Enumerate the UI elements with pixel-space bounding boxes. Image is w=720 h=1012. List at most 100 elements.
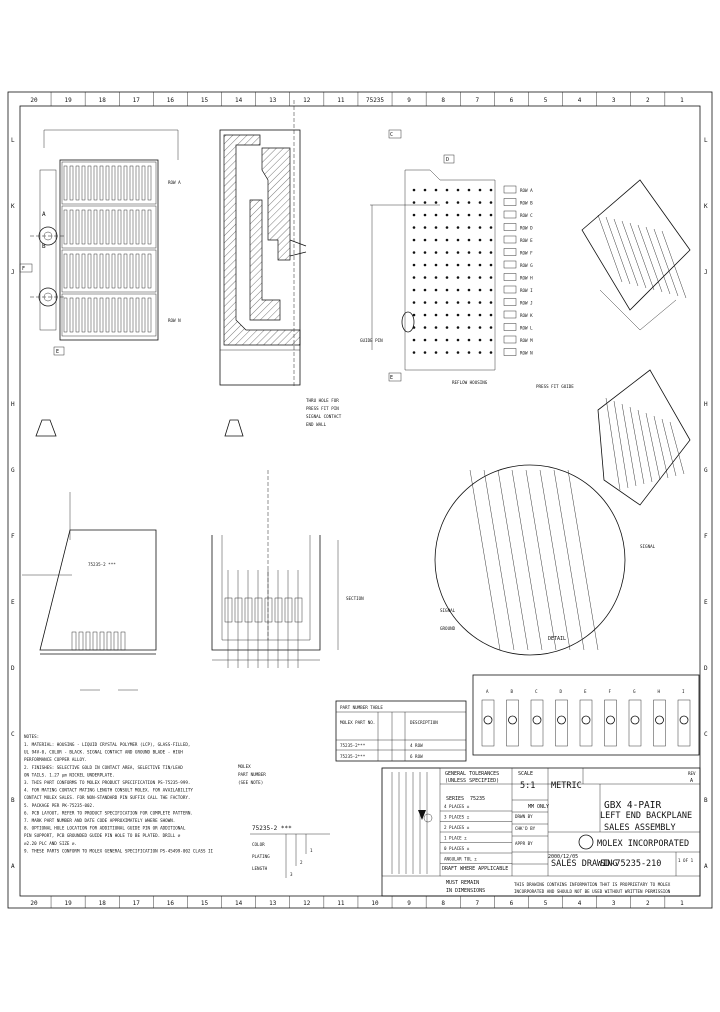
pcb-hole [467,251,471,254]
pcb-hole [456,263,460,267]
row-label-right: C [704,731,708,738]
pcb-hole [489,301,493,304]
contact-slot [141,209,146,245]
contact-slot [129,253,134,289]
pcb-hole [467,301,471,304]
column-label-top: 12 [303,97,311,104]
pcb-hole [445,351,449,354]
dimensions-in: IN DIMENSIONS [446,888,485,894]
bottom-section-view: SECTION [211,470,364,668]
row-tag-label: ROW D [520,226,533,231]
pcb-hole [423,263,427,267]
contact-slot [81,209,86,245]
row-n-label: ROW N [168,318,181,323]
pcb-hole [423,238,427,242]
detail-cell [653,699,666,747]
contact-slot [75,165,80,201]
contact-slot [111,253,116,289]
row-tag-box [503,235,517,244]
contact-slot [129,297,134,333]
pcb-hole [423,251,427,254]
note-line: 9. THESE PARTS CONFORM TO MOLEX GENERAL … [24,848,214,853]
callout-heading3: (SEE NOTE) [238,780,263,785]
row-label-left: A [11,863,15,870]
pcb-hole [412,188,416,192]
column-label-bottom: 5 [544,900,548,907]
press-guide-note: PRESS FIT GUIDE [536,384,574,389]
pcb-hole [489,338,493,342]
pcb-hole [456,251,460,254]
scale-label: SCALE [518,771,533,777]
contact-slot [111,209,116,245]
iso-wafer [605,216,631,285]
proprietary-2: INCORPORATED AND SHOULD NOT BE USED WITH… [514,889,671,894]
column-label-top: 15 [201,97,209,104]
contact-slot [87,297,92,333]
pcb-hole [478,188,482,192]
note-line: 8. OPTIONAL HOLE LOCATION FOR ADDITIONAL… [24,826,186,831]
row-tag-label: ROW K [520,313,533,318]
contact-slot [87,253,92,289]
column-label-bottom: 10 [371,900,379,907]
part-table-row1-desc: 4 ROW [410,743,423,748]
callout-heading2: PART NUMBER [238,772,266,777]
row-label-right: J [704,269,708,276]
note-line: 5. PACKAGE PER PK-75235-002. [24,803,95,808]
unless-specified: (UNLESS SPECIFIED) [445,778,499,784]
row-tag-box [503,260,517,269]
contact-slot [81,165,86,201]
contact-slot [147,297,152,333]
callout-val2: 2 [300,860,303,865]
pcb-hole [445,188,449,192]
note-line: 7. MARK PART NUMBER AND DATE CODE APPROX… [24,818,175,823]
contact-slot [63,297,68,333]
detail-cell-circle [557,715,566,725]
units: METRIC [551,781,582,791]
iso-wafer [629,222,655,291]
pcb-hole [434,338,438,342]
signal-label: SIGNAL [440,608,456,613]
row-label-left: D [11,665,15,672]
part-number-table: PART NUMBER TABLE MOLEX PART NO. DESCRIP… [335,700,467,762]
pcb-hole [489,226,493,229]
pcb-hole [412,238,416,242]
pcb-hole [412,288,416,292]
pcb-hole [423,338,427,342]
pcb-hole [467,276,471,279]
pcb-hole [456,338,460,342]
tolerance-row: 2 PLACES ± [444,825,470,830]
iso-wafer [637,409,653,483]
row-tag-box [503,248,517,256]
pcb-hole [434,226,438,229]
pcb-hole [456,276,460,279]
column-label-top: 9 [407,97,411,104]
datum-c: C [390,132,393,138]
row-label-right: F [704,533,708,540]
pcb-hole [478,226,482,229]
pcb-hole [489,263,493,267]
contact-slot [105,209,110,245]
detail-contact [497,469,529,651]
note-line: ⌀2.20 PLC AND SIZE ⌀. [24,841,77,846]
detail-label: DETAIL [548,636,566,642]
row-tag-box [503,185,517,194]
revision-label: REV [688,771,696,776]
row-label-left: L [11,137,15,144]
datum-d: D [446,157,449,163]
pcb-hole [467,313,471,317]
column-label-top: 11 [337,97,345,104]
row-tag-label: ROW C [520,213,533,218]
isometric-view-mid: SIGNAL [597,369,691,549]
height-note: SECTION [346,596,364,601]
column-label-top: 18 [99,97,107,104]
iso-wafer [621,220,647,289]
detail-cell-circle [655,715,664,725]
side-pin [120,631,126,651]
column-label-bottom: 19 [64,900,72,907]
iso-wafer [661,230,687,299]
column-label-top: 16 [167,97,175,104]
iso-wafer [637,224,663,293]
column-label-top: 17 [133,97,141,104]
detail-contact [567,469,599,651]
pcb-hole [423,226,427,229]
